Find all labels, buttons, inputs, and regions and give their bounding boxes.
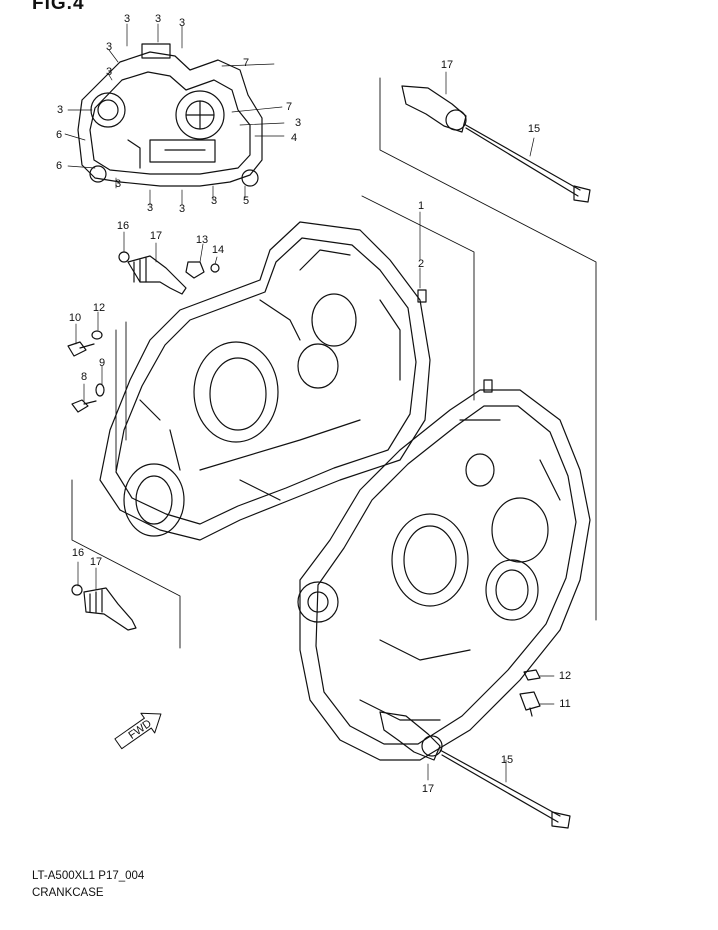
callout-17: 17 (441, 59, 453, 71)
callout-15: 15 (501, 754, 513, 766)
part-15-top (463, 123, 591, 203)
diagram-code: LT-A500XL1 P17_004 (32, 870, 145, 882)
callout-3: 3 (147, 202, 153, 214)
part-17-bottom-left (83, 587, 137, 631)
callout-16: 16 (72, 547, 84, 559)
callout-12: 12 (559, 670, 571, 682)
part-10 (67, 341, 95, 357)
callout-3: 3 (179, 17, 185, 29)
part-17-top-left (127, 255, 187, 295)
callout-2: 2 (418, 258, 424, 270)
callout-3: 3 (106, 41, 112, 53)
callout-17: 17 (90, 556, 102, 568)
callout-3: 3 (115, 178, 121, 190)
callout-4: 4 (291, 132, 297, 144)
callout-3: 3 (211, 195, 217, 207)
callout-3: 3 (106, 66, 112, 78)
callout-13: 13 (196, 234, 208, 246)
part-12-left (91, 330, 103, 340)
callout-10: 10 (69, 312, 81, 324)
fwd-label: FWD (127, 718, 154, 742)
part-17-bottom-right (379, 711, 443, 761)
callout-3: 3 (295, 117, 301, 129)
callout-7: 7 (243, 57, 249, 69)
callout-6: 6 (56, 160, 62, 172)
part-16-top (118, 251, 130, 263)
callout-6: 6 (56, 129, 62, 141)
part-2 (417, 289, 427, 303)
callout-14: 14 (212, 244, 224, 256)
inset-leaders (64, 23, 285, 206)
callout-8: 8 (81, 371, 87, 383)
callout-9: 9 (99, 357, 105, 369)
left-crankcase-half (99, 221, 431, 541)
inset-callouts: 3 3 3 3 3 3 6 6 3 3 3 3 5 7 7 3 4 (56, 13, 301, 215)
part-15-bottom (439, 749, 571, 829)
callout-3: 3 (155, 13, 161, 25)
diagram-name: CRANKCASE (32, 887, 104, 899)
figure-title: FIG.4 (32, 0, 85, 14)
callout-3: 3 (57, 104, 63, 116)
callout-1: 1 (418, 200, 424, 212)
callout-7: 7 (286, 101, 292, 113)
part-12-right (523, 669, 541, 681)
assembly-guides (71, 77, 597, 649)
callout-11: 11 (559, 698, 570, 710)
callout-3: 3 (179, 203, 185, 215)
callout-17: 17 (150, 230, 162, 242)
fwd-arrow: FWD (114, 712, 162, 750)
part-16-bottom (71, 584, 83, 596)
main-callouts: 17 15 1 2 16 17 13 14 12 10 9 8 16 17 12… (69, 59, 571, 795)
part-13 (185, 261, 205, 279)
part-8 (71, 399, 97, 413)
part-17-top-right (401, 85, 467, 133)
callout-17: 17 (422, 783, 434, 795)
right-crankcase-half (297, 379, 591, 761)
main-leaders (75, 71, 555, 783)
callout-15: 15 (528, 123, 540, 135)
callout-5: 5 (243, 195, 249, 207)
part-11 (519, 691, 541, 717)
callout-12: 12 (93, 302, 105, 314)
callout-16: 16 (117, 220, 129, 232)
part-9 (95, 383, 105, 397)
inset-assembled-crankcase (77, 43, 263, 187)
part-14 (210, 263, 220, 273)
callout-3: 3 (124, 13, 130, 25)
